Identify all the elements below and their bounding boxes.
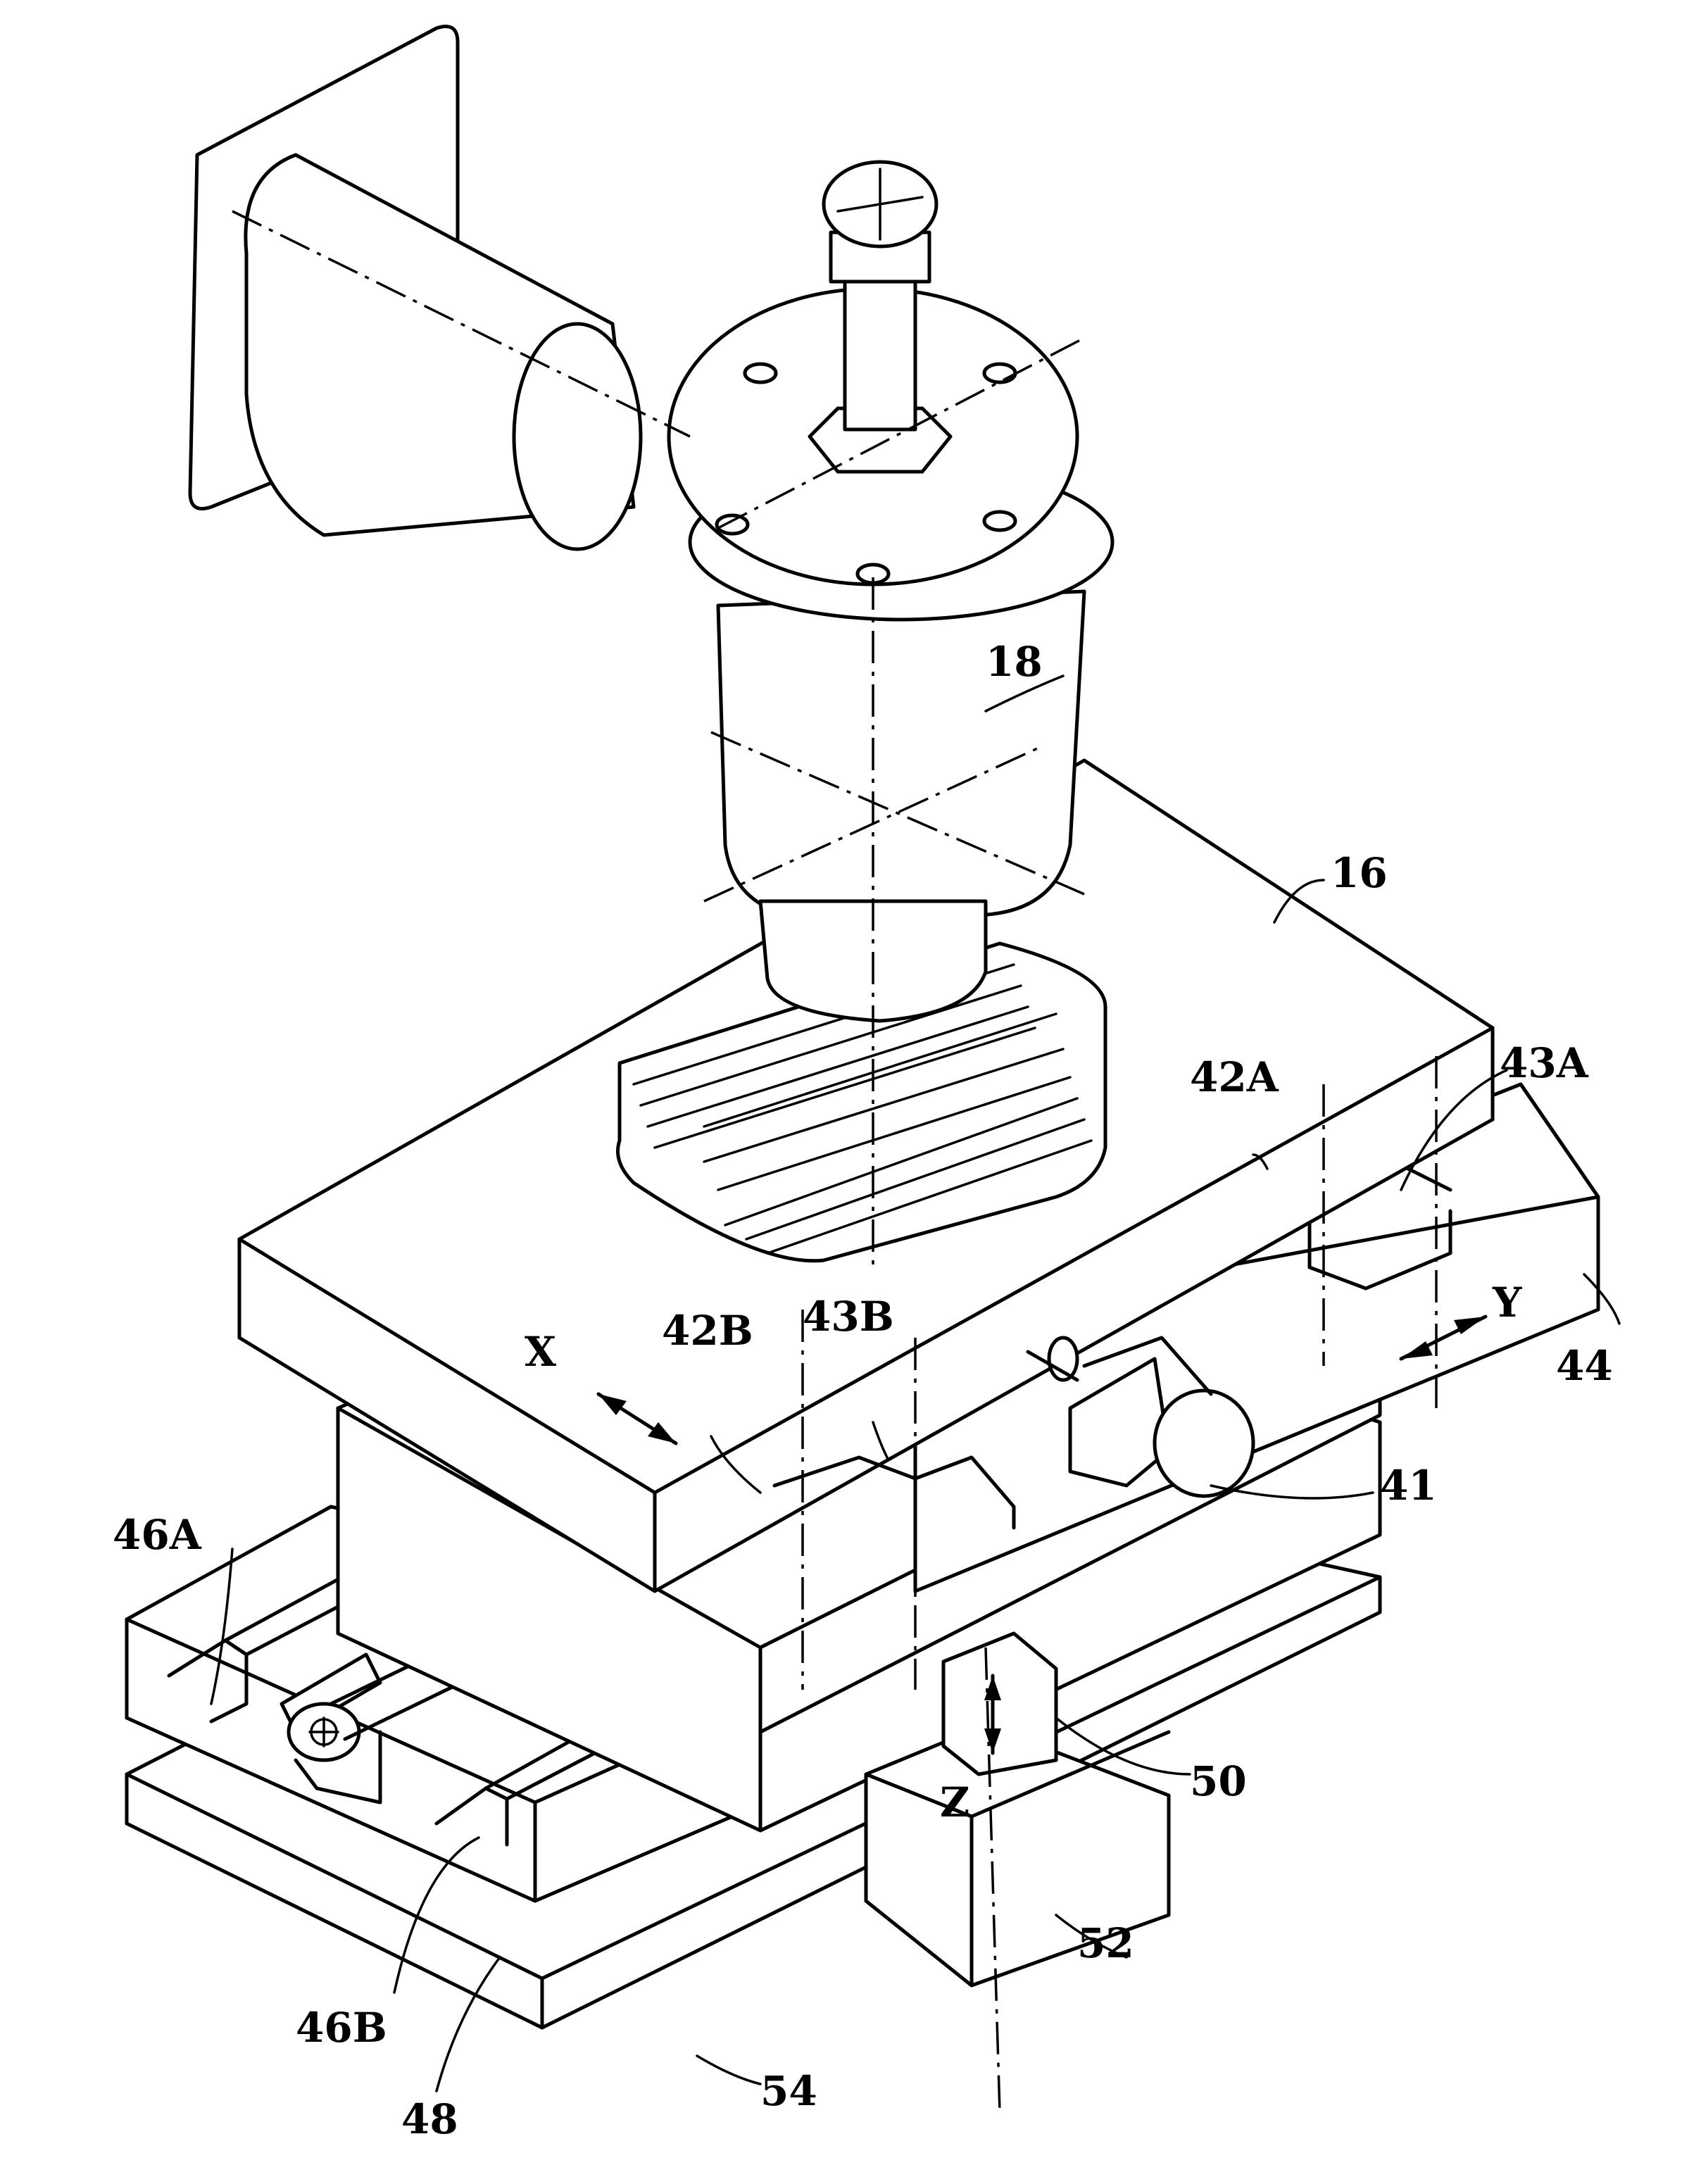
label-43b: 43B xyxy=(803,1293,894,1341)
label-42a: 42A xyxy=(1190,1053,1279,1101)
label-41: 41 xyxy=(1380,1462,1437,1510)
label-18: 18 xyxy=(986,638,1043,686)
axis-label-x: X xyxy=(525,1328,556,1376)
label-48: 48 xyxy=(401,2095,458,2143)
axis-labels: X Y Z xyxy=(525,1279,1522,1826)
motor-41 xyxy=(1026,1336,1255,1498)
label-46a: 46A xyxy=(113,1511,202,1559)
workpiece xyxy=(616,941,1107,1263)
z-block-52 xyxy=(864,1631,1171,1988)
label-44: 44 xyxy=(1556,1342,1613,1390)
label-43a: 43A xyxy=(1500,1039,1589,1087)
label-46b: 46B xyxy=(296,2004,387,2052)
label-52: 52 xyxy=(1077,1919,1134,1967)
reference-labels: 18 16 42A 43A 42B 43B 44 41 46A 46B 48 5… xyxy=(113,638,1613,2143)
label-16: 16 xyxy=(1331,849,1388,897)
label-50: 50 xyxy=(1190,1757,1247,1805)
label-54: 54 xyxy=(760,2067,817,2115)
leader-lines xyxy=(210,674,1621,2092)
label-42b: 42B xyxy=(662,1307,753,1355)
center-lines xyxy=(232,210,1438,2113)
axis-arrows xyxy=(596,1314,1488,1755)
spindle-head-18 xyxy=(188,25,1115,1023)
axis-label-z: Z xyxy=(940,1778,969,1826)
axis-label-y: Y xyxy=(1492,1279,1522,1326)
